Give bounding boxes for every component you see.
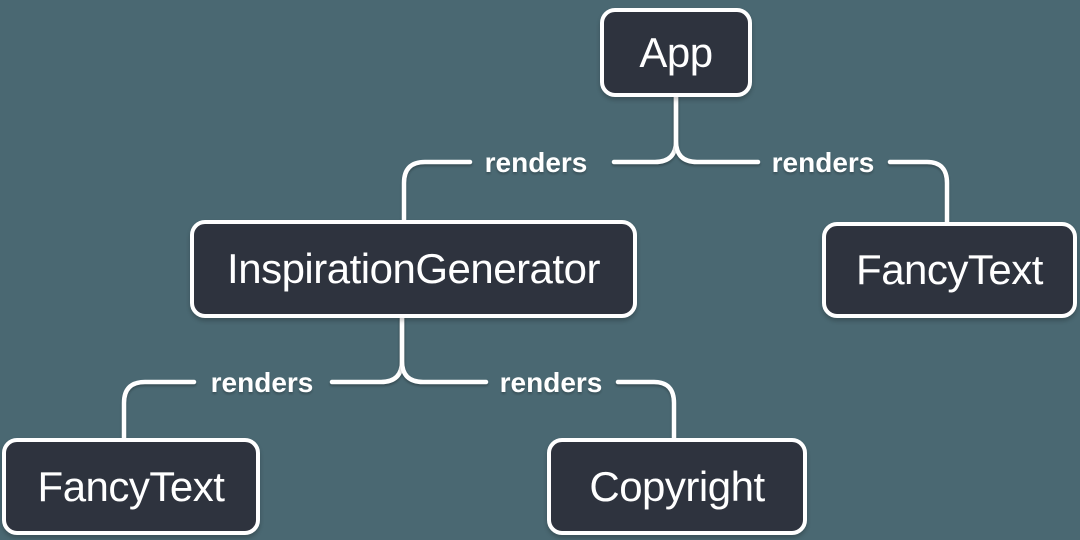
edge-inspirationgenerator-fancytext-segment-a — [329, 313, 405, 385]
node-fancy-text-bottom: FancyText — [2, 438, 260, 535]
edge-app-fancytext-segment-b — [887, 159, 950, 227]
edge-inspirationgenerator-copyright-segment-a — [399, 313, 489, 385]
edge-app-inspirationgenerator-segment-a — [611, 90, 679, 165]
edge-app-inspirationgenerator-segment-b — [401, 159, 473, 225]
node-fancy-text-top: FancyText — [822, 222, 1077, 318]
node-inspiration-generator: InspirationGenerator — [190, 220, 637, 318]
node-copyright: Copyright — [547, 438, 807, 535]
edge-app-fancytext-segment-a — [673, 90, 761, 165]
edge-inspirationgenerator-fancytext-segment-b — [121, 379, 197, 443]
edge-label-renders-app-inspirationgenerator: renders — [484, 147, 588, 178]
edge-label-renders-inspirationgenerator-fancytext: renders — [210, 367, 314, 398]
edge-inspirationgenerator-copyright-segment-b — [615, 379, 677, 443]
edge-label-renders-inspirationgenerator-copyright: renders — [499, 367, 603, 398]
node-app: App — [600, 8, 752, 97]
edge-label-renders-app-fancytext: renders — [771, 147, 875, 178]
